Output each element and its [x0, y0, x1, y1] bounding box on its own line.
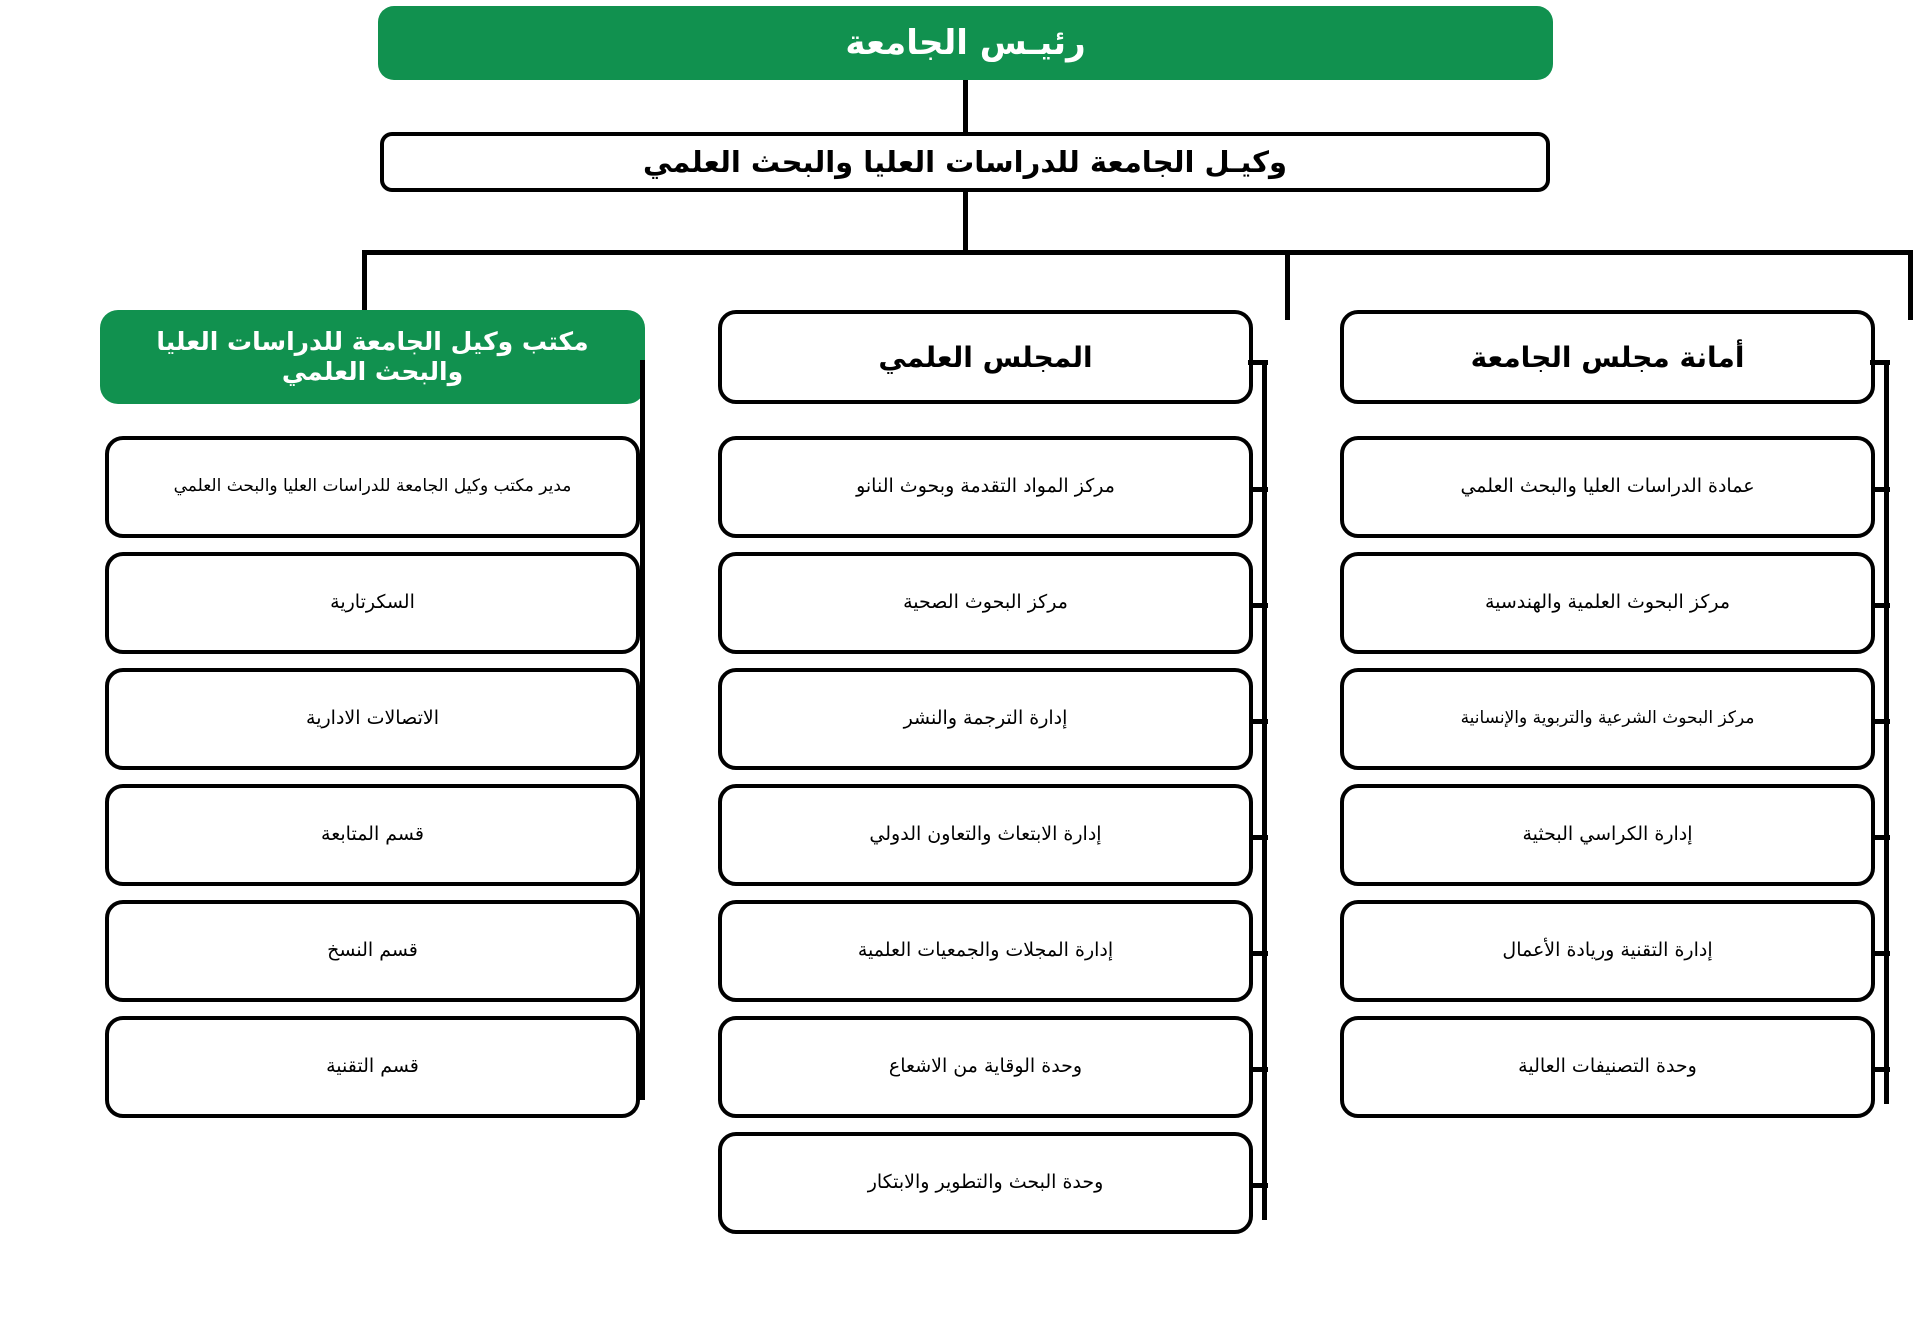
connector-stub-council-7	[1248, 1183, 1268, 1188]
connector-drop-secretariat	[1908, 250, 1913, 320]
node-secretariat-item-4[interactable]: إدارة الكراسي البحثية	[1340, 784, 1875, 886]
connector-stub-secretariat-2	[1870, 603, 1890, 608]
node-secretariat-item-2[interactable]: مركز البحوث العلمية والهندسية	[1340, 552, 1875, 654]
node-office-item-4[interactable]: قسم المتابعة	[105, 784, 640, 886]
node-secretariat-item-3[interactable]: مركز البحوث الشرعية والتربوية والإنسانية	[1340, 668, 1875, 770]
connector-bus-horizontal	[362, 250, 1913, 255]
connector-stub-council-4	[1248, 835, 1268, 840]
node-council-item-3[interactable]: إدارة الترجمة والنشر	[718, 668, 1253, 770]
connector-stub-secretariat-4	[1870, 835, 1890, 840]
node-office-item-5[interactable]: قسم النسخ	[105, 900, 640, 1002]
node-office-item-6[interactable]: قسم التقنية	[105, 1016, 640, 1118]
connector-stub-council-2	[1248, 603, 1268, 608]
node-vice-president[interactable]: وكيـل الجامعة للدراسات العليا والبحث الع…	[380, 132, 1550, 192]
connector-stub-secretariat-5	[1870, 951, 1890, 956]
connector-stub-secretariat-head	[1870, 360, 1890, 365]
node-council-item-4[interactable]: إدارة الابتعاث والتعاون الدولي	[718, 784, 1253, 886]
connector-stub-council-5	[1248, 951, 1268, 956]
node-council-item-7[interactable]: وحدة البحث والتطوير والابتكار	[718, 1132, 1253, 1234]
node-office-item-3[interactable]: الاتصالات الادارية	[105, 668, 640, 770]
connector-stub-secretariat-1	[1870, 487, 1890, 492]
connector-spine-secretariat	[1884, 360, 1889, 1104]
connector-spine-council	[1262, 360, 1267, 1220]
connector-stub-secretariat-6	[1870, 1067, 1890, 1072]
node-president[interactable]: رئيـس الجامعة	[378, 6, 1553, 80]
node-secretariat-item-5[interactable]: إدارة التقنية وريادة الأعمال	[1340, 900, 1875, 1002]
connector-drop-office	[362, 250, 367, 320]
connector-stub-council-head	[1248, 360, 1268, 365]
col-header-scientific-council[interactable]: المجلس العلمي	[718, 310, 1253, 404]
node-council-item-5[interactable]: إدارة المجلات والجمعيات العلمية	[718, 900, 1253, 1002]
connector-president-to-vice	[963, 80, 968, 132]
node-secretariat-item-6[interactable]: وحدة التصنيفات العالية	[1340, 1016, 1875, 1118]
node-secretariat-item-1[interactable]: عمادة الدراسات العليا والبحث العلمي	[1340, 436, 1875, 538]
connector-stub-council-3	[1248, 719, 1268, 724]
connector-drop-council	[1285, 250, 1290, 320]
col-header-office[interactable]: مكتب وكيل الجامعة للدراسات العليا والبحث…	[100, 310, 645, 404]
col-header-secretariat[interactable]: أمانة مجلس الجامعة	[1340, 310, 1875, 404]
node-council-item-6[interactable]: وحدة الوقاية من الاشعاع	[718, 1016, 1253, 1118]
node-council-item-2[interactable]: مركز البحوث الصحية	[718, 552, 1253, 654]
node-office-item-1[interactable]: مدير مكتب وكيل الجامعة للدراسات العليا و…	[105, 436, 640, 538]
connector-stub-council-1	[1248, 487, 1268, 492]
node-office-item-2[interactable]: السكرتارية	[105, 552, 640, 654]
connector-vice-down	[963, 192, 968, 254]
node-council-item-1[interactable]: مركز المواد التقدمة وبحوث النانو	[718, 436, 1253, 538]
connector-stub-secretariat-3	[1870, 719, 1890, 724]
connector-stub-council-6	[1248, 1067, 1268, 1072]
